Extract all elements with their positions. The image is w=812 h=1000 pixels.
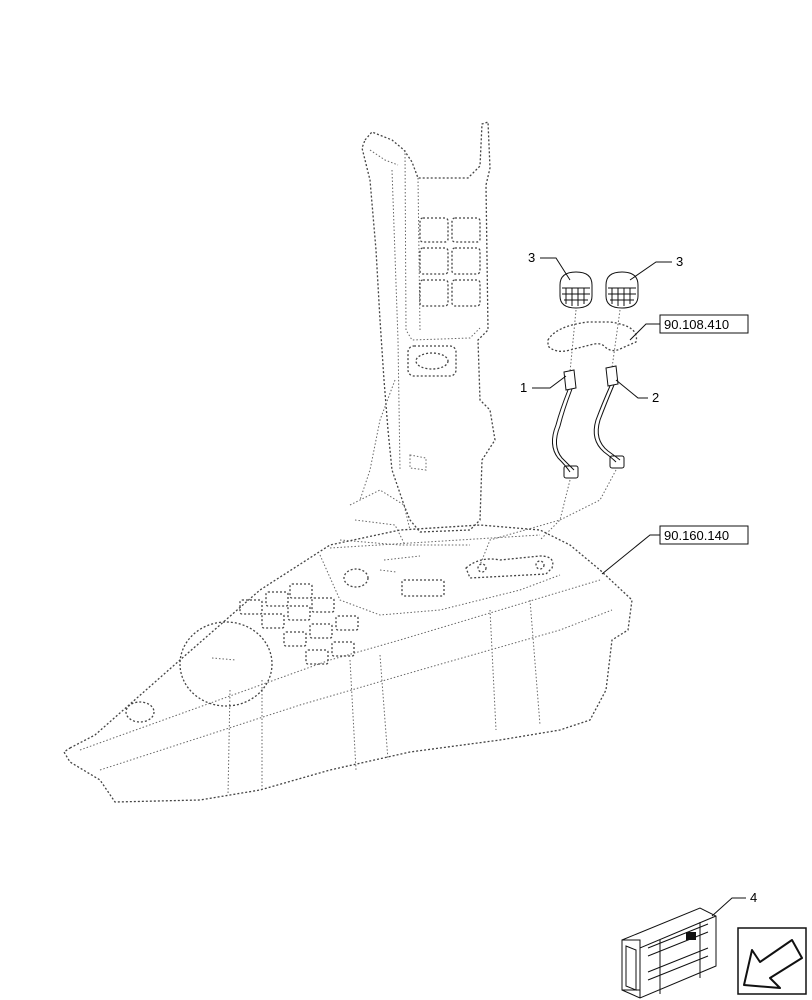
crate-kit-icon: 4 <box>621 890 757 999</box>
callout-item-2: 2 <box>615 379 659 405</box>
reference-lower[interactable]: 90.160.140 <box>601 525 749 575</box>
callout-4-label: 4 <box>750 890 757 905</box>
callout-1-label: 1 <box>520 380 527 395</box>
callout-3-left-label: 3 <box>528 250 535 265</box>
socket-cap-right <box>605 271 639 309</box>
pillar-switch-panel <box>419 217 481 307</box>
callout-3-right-label: 3 <box>676 254 683 269</box>
console-assembly <box>63 121 633 803</box>
callout-2-label: 2 <box>652 390 659 405</box>
callout-item-3-right: 3 <box>629 254 683 281</box>
callout-item-1: 1 <box>520 375 567 395</box>
socket-parts <box>479 271 639 566</box>
socket-cap-left <box>559 271 593 309</box>
reference-lower-label[interactable]: 90.160.140 <box>664 528 729 543</box>
arrow-down-left-icon[interactable] <box>737 927 807 995</box>
reference-upper-label[interactable]: 90.108.410 <box>664 317 729 332</box>
callout-item-3-left: 3 <box>528 250 571 281</box>
reference-upper[interactable]: 90.108.410 <box>629 314 749 341</box>
console-key-block <box>239 583 359 665</box>
